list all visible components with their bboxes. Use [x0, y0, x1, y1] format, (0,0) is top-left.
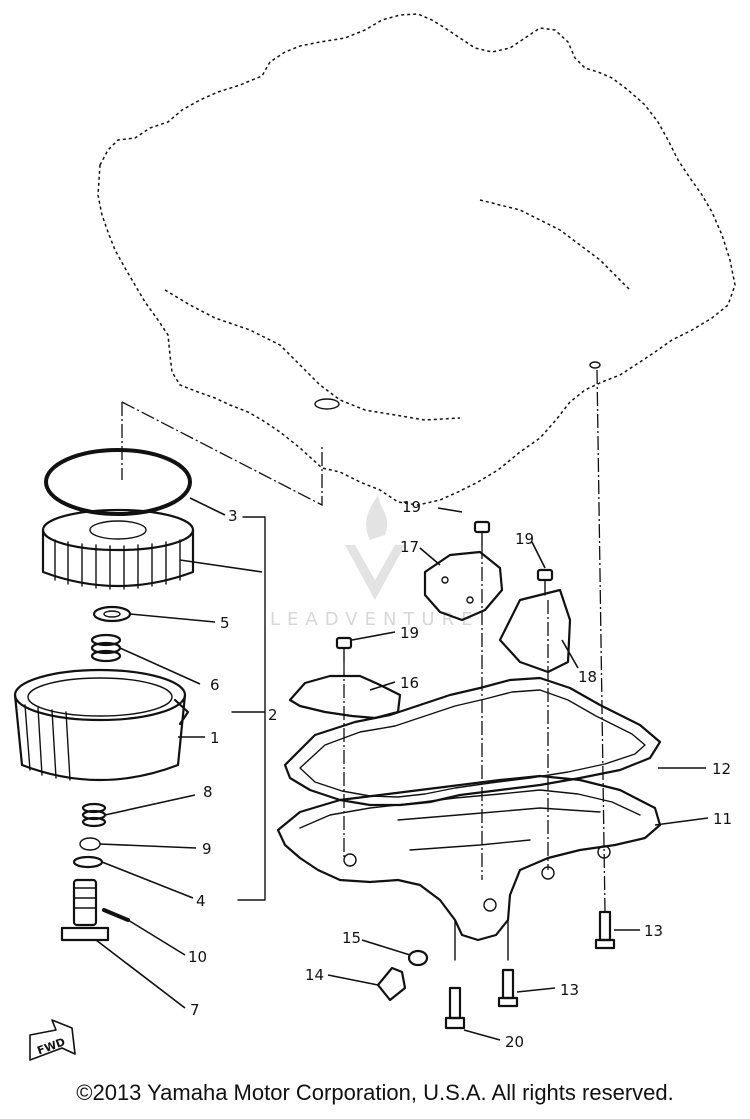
callout-2: 2 [268, 706, 278, 724]
oil-pan-gasket [283, 676, 662, 807]
dowel-pin [102, 908, 130, 922]
mounting-lines [343, 369, 606, 913]
washer-hole [103, 610, 121, 618]
baffle-plate-17 [423, 550, 504, 622]
screw-19-a [473, 520, 491, 546]
callout-10: 10 [188, 948, 207, 966]
plate-hole [466, 596, 474, 604]
bolt-o-ring [72, 855, 104, 869]
drain-washer [407, 949, 429, 967]
forward-arrow-icon: FWD [29, 1019, 76, 1061]
callout-1: 1 [210, 729, 220, 747]
callout-20: 20 [505, 1033, 524, 1051]
callout-labels: 3 5 6 2 1 8 9 4 10 7 19 17 19 18 19 16 1… [188, 498, 732, 1051]
callout-18: 18 [578, 668, 597, 686]
right-leader-lines [327, 507, 709, 1041]
oil-filter-element [41, 508, 195, 590]
pan-bolt-13-bottom [497, 968, 519, 1008]
engine-mount-hole [589, 361, 601, 369]
union-bolt [60, 878, 110, 942]
oil-filter-case [13, 668, 190, 782]
callout-11: 11 [713, 810, 732, 828]
oil-system-exploded-view: LEADVENTURE [13, 13, 736, 1061]
filter-o-ring [44, 448, 192, 516]
watermark-logo [345, 545, 405, 600]
assembly-bracket [231, 516, 266, 901]
callout-19-top: 19 [402, 498, 421, 516]
callout-5: 5 [220, 614, 230, 632]
callout-19-right: 19 [515, 530, 534, 548]
callout-8: 8 [203, 783, 213, 801]
callout-14: 14 [305, 966, 324, 984]
callout-16: 16 [400, 674, 419, 692]
bypass-spring [81, 802, 107, 828]
left-leader-lines [95, 497, 263, 1009]
screw-19-b [536, 568, 554, 596]
watermark-text: LEADVENTURE [270, 609, 479, 630]
callout-15: 15 [342, 929, 361, 947]
callout-9: 9 [202, 840, 212, 858]
watermark-flame-icon [366, 495, 388, 540]
callout-17: 17 [400, 538, 419, 556]
pan-bolt-13-right [594, 910, 616, 950]
fwd-label: FWD [36, 1035, 67, 1057]
copyright-notice: ©2013 Yamaha Motor Corporation, U.S.A. A… [76, 1080, 674, 1105]
washer [92, 605, 132, 623]
callout-6: 6 [210, 676, 220, 694]
watermark: LEADVENTURE [270, 495, 479, 630]
pan-bolt-20 [444, 986, 466, 1030]
callout-19-left: 19 [400, 624, 419, 642]
oil-gallery-port [314, 398, 340, 410]
oil-pan [276, 774, 662, 961]
baffle-plate-18 [498, 588, 572, 674]
callout-13-bottom: 13 [560, 981, 579, 999]
callout-7: 7 [190, 1001, 200, 1019]
drain-bolt [376, 966, 407, 1002]
engine-crankcase-outline [97, 13, 736, 506]
plate-hole [441, 576, 449, 584]
screw-19-c [335, 636, 353, 663]
oil-pan-gasket-inner [299, 689, 646, 798]
callout-3: 3 [228, 507, 238, 525]
callout-12: 12 [712, 760, 731, 778]
callout-13-right: 13 [644, 922, 663, 940]
engine-inner-outline [164, 199, 631, 421]
baffle-plate-16 [288, 674, 402, 720]
check-ball [79, 837, 101, 851]
filter-mount-chain-line [121, 401, 323, 507]
filter-spring [90, 633, 122, 663]
callout-4: 4 [196, 892, 206, 910]
